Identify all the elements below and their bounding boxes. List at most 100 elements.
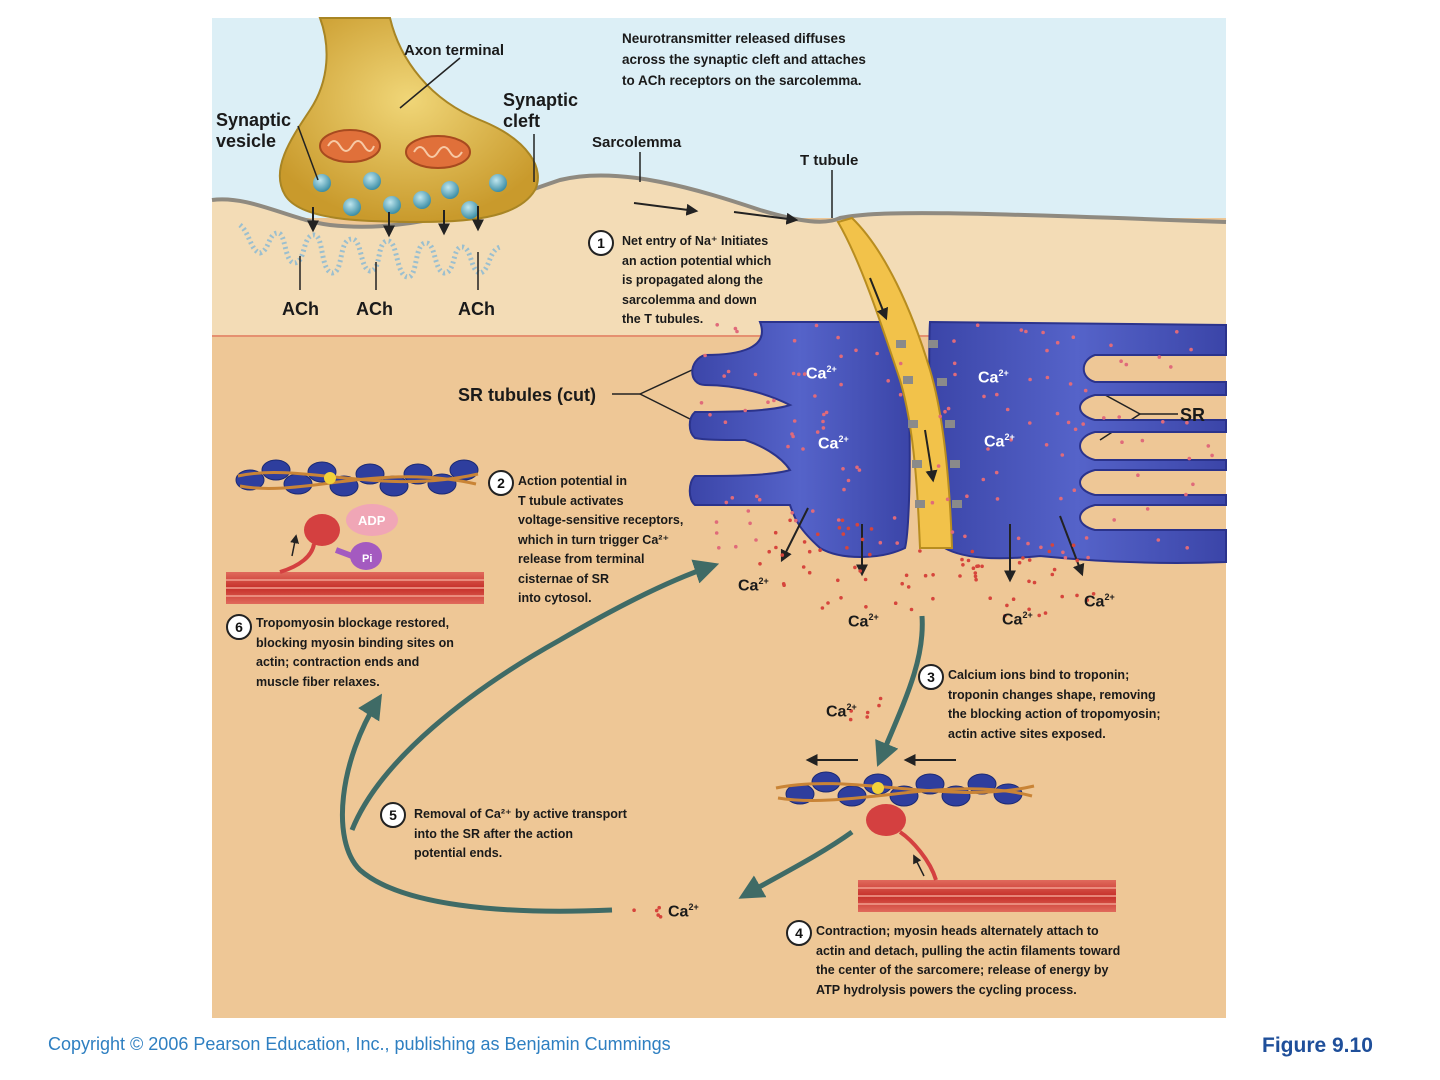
- calcium-dot: [877, 703, 881, 708]
- axon-terminal-label: Axon terminal: [404, 42, 505, 59]
- calcium-dot: [960, 557, 964, 562]
- calcium-dot: [995, 392, 999, 397]
- calcium-dot: [973, 574, 978, 579]
- calcium-dot: [1085, 598, 1090, 602]
- calcium-dot: [1156, 538, 1161, 542]
- calcium-dot: [1028, 377, 1032, 382]
- calcium-dot: [1044, 443, 1049, 447]
- axon-terminal: [278, 17, 539, 224]
- calcium-dot: [893, 601, 898, 605]
- calcium-dot: [1019, 328, 1024, 332]
- calcium-dot: [1045, 375, 1050, 380]
- calcium-dot: [909, 607, 914, 612]
- calcium-dot: [1021, 556, 1025, 560]
- calcium-dot: [723, 420, 728, 425]
- synaptic-vesicles: [313, 172, 507, 219]
- calcium-dot: [780, 553, 785, 557]
- calcium-dot: [791, 371, 796, 376]
- calcium-dot: [820, 606, 825, 610]
- sarcolemma-label: Sarcolemma: [592, 134, 682, 151]
- adp-label: ADP: [358, 513, 386, 528]
- calcium-dot: [846, 526, 851, 531]
- t-tubule: [836, 216, 954, 549]
- calcium-dot: [900, 581, 904, 586]
- copyright-text: Copyright © 2006 Pearson Education, Inc.…: [48, 1034, 671, 1054]
- calcium-dot: [797, 372, 801, 377]
- calcium-dot: [845, 546, 849, 550]
- calcium-dot: [953, 372, 957, 377]
- calcium-ion-dots: [632, 323, 1214, 919]
- calcium-dot: [1026, 541, 1030, 546]
- calcium-dot: [1109, 343, 1113, 348]
- calcium-dot: [1140, 438, 1145, 443]
- calcium-dot: [965, 494, 969, 499]
- calcium-dot: [938, 414, 942, 419]
- calcium-dot: [714, 531, 719, 535]
- calcium-dot: [786, 444, 790, 449]
- calcium-dot: [846, 478, 851, 483]
- calcium-dot: [855, 522, 860, 527]
- calcium-dot: [840, 518, 845, 523]
- calcium-dot: [802, 540, 807, 544]
- calcium-dot: [994, 470, 999, 475]
- calcium-dot: [1016, 536, 1021, 541]
- calcium-dot: [848, 717, 853, 722]
- calcium-dot: [801, 447, 805, 451]
- calcium-dot: [836, 578, 840, 583]
- calcium-dot: [816, 532, 820, 537]
- calcium-release-arrows: [780, 507, 1085, 583]
- calcium-dot: [656, 913, 660, 917]
- calcium-dot: [952, 339, 956, 343]
- mitochondrion-left: [319, 129, 381, 163]
- calcium-dot: [699, 401, 704, 405]
- calcium-dot: [1091, 592, 1096, 596]
- ach-label-2: ACh: [356, 299, 393, 319]
- calcium-dot: [981, 477, 986, 482]
- calcium-dot: [963, 534, 967, 539]
- calcium-dot: [836, 335, 840, 340]
- calcium-dot: [715, 323, 719, 327]
- ca-label-cytosol-2: Ca2+: [848, 612, 879, 631]
- calcium-dot: [735, 329, 739, 334]
- calcium-dot: [886, 379, 890, 383]
- calcium-dot: [841, 532, 846, 536]
- calcium-dot: [836, 518, 841, 522]
- calcium-dot: [895, 541, 899, 545]
- calcium-dot: [1185, 546, 1189, 550]
- calcium-dot: [781, 582, 786, 586]
- calcium-dot: [1059, 496, 1063, 501]
- ca-label-sr-3: Ca2+: [978, 368, 1009, 387]
- calcium-dot: [875, 351, 879, 356]
- calcium-dot: [772, 398, 776, 403]
- calcium-dot: [1005, 603, 1009, 608]
- calcium-dot: [726, 369, 731, 374]
- calcium-dot: [898, 392, 903, 397]
- calcium-dot: [818, 548, 822, 552]
- calcium-dot: [849, 709, 853, 713]
- calcium-dot: [988, 596, 992, 600]
- calcium-dot: [821, 419, 825, 424]
- calcium-dot: [1061, 550, 1065, 555]
- calcium-dot: [1075, 558, 1079, 563]
- step-3-number: 3: [918, 664, 944, 690]
- pi-shape: [350, 542, 382, 570]
- myosin-head-relaxed: [279, 504, 398, 574]
- calcium-dot: [864, 605, 868, 609]
- calcium-dot: [860, 537, 865, 542]
- calcium-dot: [730, 496, 735, 500]
- calcium-dot: [1003, 614, 1007, 618]
- calcium-dot: [865, 710, 870, 715]
- calcium-dot: [1068, 382, 1073, 386]
- ach-release-arrows: [307, 206, 484, 238]
- ach-label-3: ACh: [458, 299, 495, 319]
- calcium-dot: [1184, 492, 1188, 497]
- action-potential-arrows: [633, 202, 799, 225]
- calcium-dot: [961, 563, 965, 567]
- calcium-dot: [717, 546, 721, 550]
- calcium-dot: [754, 538, 758, 542]
- calcium-dot: [1055, 340, 1060, 345]
- calcium-dot: [943, 409, 947, 414]
- step-5-number: 5: [380, 802, 406, 828]
- ca-label-removal: Ca2+: [668, 902, 699, 921]
